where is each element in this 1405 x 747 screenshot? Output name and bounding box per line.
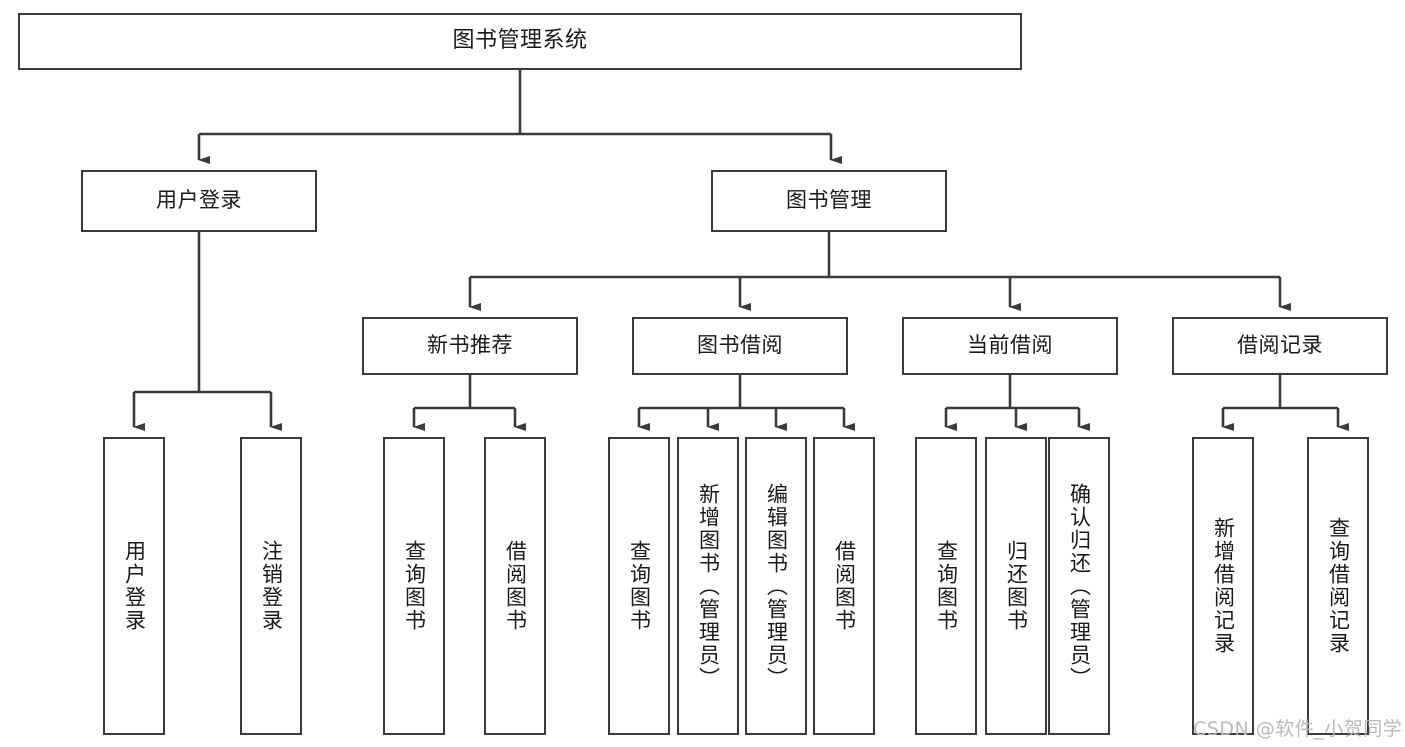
node-leaf-confirm-return[interactable]: 确认归还（管理员）: [1048, 437, 1110, 735]
node-leaf-borrow-book[interactable]: 借阅图书: [813, 437, 875, 735]
node-leaf-add-record-label: 新增借阅记录: [1211, 517, 1236, 655]
csdn-watermark: CSDN @软件_小贺同学: [1193, 718, 1403, 740]
node-root[interactable]: 图书管理系统: [18, 13, 1022, 70]
node-leaf-query-book-current-label: 查询图书: [934, 540, 959, 632]
node-leaf-confirm-return-label: 确认归还（管理员）: [1067, 482, 1092, 690]
node-leaf-query-record-label: 查询借阅记录: [1326, 517, 1351, 655]
node-leaf-user-logout-label: 注销登录: [259, 540, 284, 632]
node-leaf-query-book-borrow[interactable]: 查询图书: [608, 437, 670, 735]
node-leaf-user-login[interactable]: 用户登录: [103, 437, 165, 735]
node-current-borrow[interactable]: 当前借阅: [902, 317, 1118, 375]
node-new-book-rec-label: 新书推荐: [427, 333, 513, 358]
node-borrow-record-label: 借阅记录: [1237, 333, 1323, 358]
node-leaf-return-book-label: 归还图书: [1004, 540, 1029, 632]
node-leaf-user-login-label: 用户登录: [122, 540, 147, 632]
node-leaf-edit-book-label: 编辑图书（管理员）: [764, 482, 789, 690]
node-user-login[interactable]: 用户登录: [81, 170, 317, 232]
node-current-borrow-label: 当前借阅: [967, 333, 1053, 358]
node-leaf-add-book[interactable]: 新增图书（管理员）: [677, 437, 739, 735]
node-leaf-query-book-rec-label: 查询图书: [402, 540, 427, 632]
node-leaf-return-book[interactable]: 归还图书: [985, 437, 1047, 735]
node-leaf-edit-book[interactable]: 编辑图书（管理员）: [745, 437, 807, 735]
node-new-book-rec[interactable]: 新书推荐: [362, 317, 578, 375]
node-leaf-add-book-label: 新增图书（管理员）: [696, 482, 721, 690]
node-leaf-query-record[interactable]: 查询借阅记录: [1307, 437, 1369, 735]
node-leaf-borrow-book-rec-label: 借阅图书: [503, 540, 528, 632]
node-book-borrow-label: 图书借阅: [697, 333, 783, 358]
node-book-manage-label: 图书管理: [786, 188, 872, 213]
node-leaf-query-book-rec[interactable]: 查询图书: [383, 437, 445, 735]
node-book-manage[interactable]: 图书管理: [711, 170, 947, 232]
node-root-label: 图书管理系统: [452, 28, 588, 54]
node-borrow-record[interactable]: 借阅记录: [1172, 317, 1388, 375]
node-leaf-query-book-borrow-label: 查询图书: [627, 540, 652, 632]
node-leaf-borrow-book-label: 借阅图书: [832, 540, 857, 632]
node-leaf-add-record[interactable]: 新增借阅记录: [1192, 437, 1254, 735]
node-leaf-borrow-book-rec[interactable]: 借阅图书: [484, 437, 546, 735]
node-user-login-label: 用户登录: [156, 188, 242, 213]
node-leaf-query-book-current[interactable]: 查询图书: [915, 437, 977, 735]
node-book-borrow[interactable]: 图书借阅: [632, 317, 848, 375]
node-leaf-user-logout[interactable]: 注销登录: [240, 437, 302, 735]
